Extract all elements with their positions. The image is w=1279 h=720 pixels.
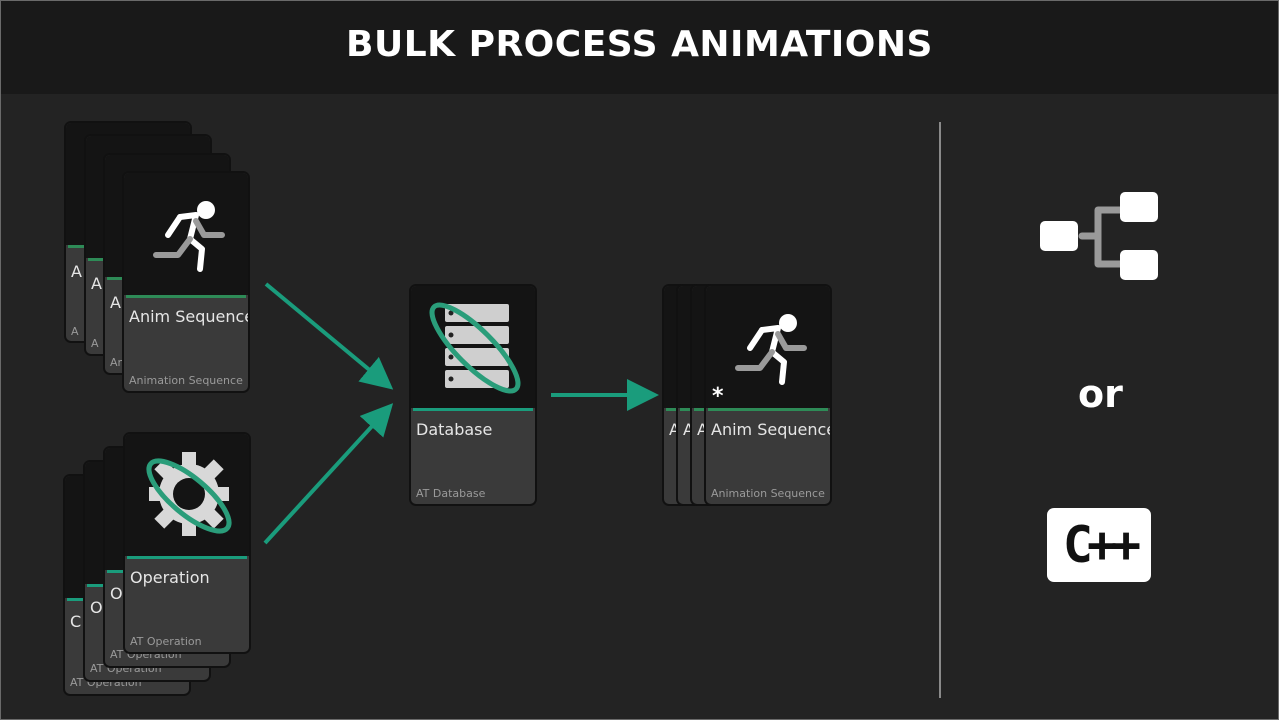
card-type: Animation Sequence [711,487,825,500]
card-type: AT Operation [130,635,202,648]
gear-icon [125,434,249,556]
title-bar [0,0,1279,94]
modified-marker: * [712,384,724,409]
card-name-fragment: A [697,420,708,439]
card-name-fragment: A [683,420,694,439]
blueprint-graph-icon [1040,192,1158,280]
card-type: AT Database [416,487,486,500]
section-divider [939,122,941,698]
card-name-fragment: A [91,274,102,293]
database-icon [411,286,535,408]
arrow-operation-to-database [263,403,394,545]
card-name-fragment: O [110,584,123,603]
operation-card[interactable]: Operation AT Operation [123,432,251,654]
card-type: Animation Sequence [129,374,243,387]
card-type-fragment: An [110,356,125,369]
running-figure-icon [124,173,248,295]
card-name: Anim Sequence [711,420,832,439]
arrow-anim-to-database [264,282,394,390]
card-name-fragment: A [110,293,121,312]
card-name-fragment: O [90,598,103,617]
card-name-fragment: A [669,420,680,439]
output-anim-sequence-card[interactable]: Anim Sequence Animation Sequence [704,284,832,506]
card-name: Database [416,420,493,439]
running-figure-icon [706,286,830,408]
card-name-fragment: A [71,262,82,281]
card-name: Anim Sequence [129,307,250,326]
anim-sequence-card[interactable]: Anim Sequence Animation Sequence [122,171,250,393]
cpp-label: C++ [1062,516,1141,574]
card-type-fragment: A [91,337,99,350]
card-name-fragment: C [70,612,82,631]
cpp-icon [1047,508,1151,582]
or-label: or [1078,372,1123,416]
card-type-fragment: A [71,325,79,338]
card-name: Operation [130,568,210,587]
database-card[interactable]: Database AT Database [409,284,537,506]
page-title: BULK PROCESS ANIMATIONS [346,24,933,65]
